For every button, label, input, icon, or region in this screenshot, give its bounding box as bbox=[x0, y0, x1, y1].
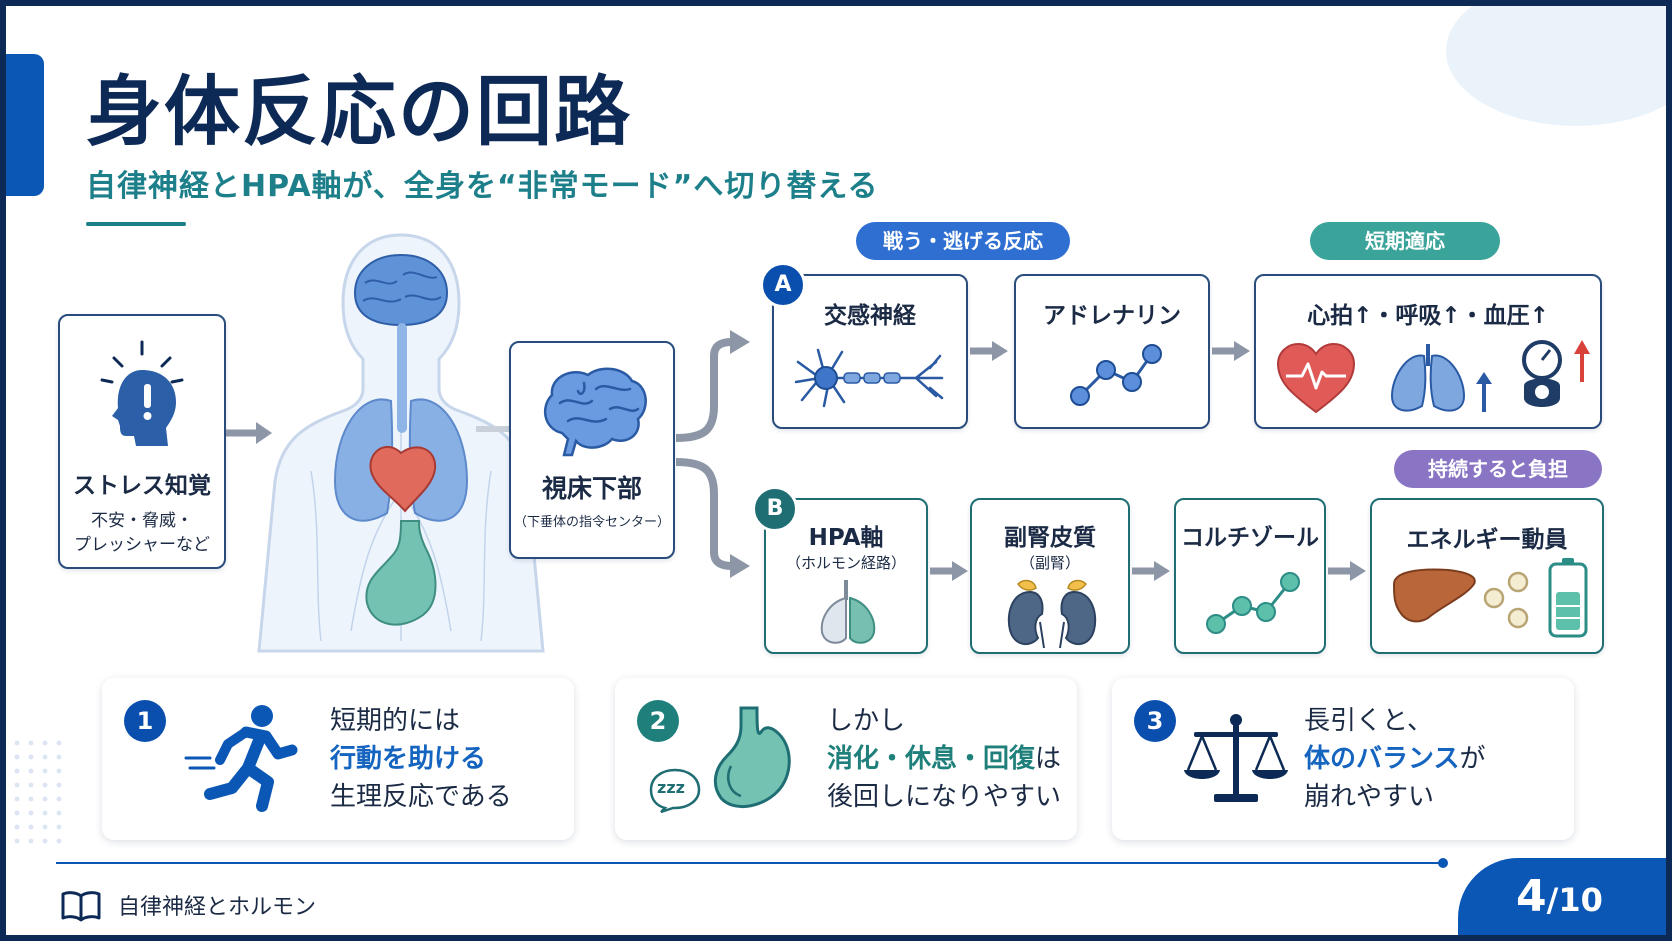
hpa-axis-title: HPA軸 bbox=[808, 525, 884, 551]
arrow-b2-icon bbox=[1132, 561, 1170, 581]
card-1-line1: 短期的には bbox=[330, 706, 461, 736]
corner-decoration bbox=[1446, 6, 1666, 126]
human-body-illustration bbox=[257, 233, 545, 653]
card-1-line2: 行動を助ける bbox=[330, 744, 487, 774]
title-underline bbox=[86, 222, 186, 226]
card-2-particle: は bbox=[1035, 744, 1062, 774]
summary-card-1: 1 短期的には 行動を助ける 生理反応である bbox=[102, 678, 574, 840]
hpa-axis-subtitle: （ホルモン経路） bbox=[785, 554, 906, 572]
cortisol-molecule-icon bbox=[1206, 572, 1300, 634]
stressed-head-icon bbox=[100, 340, 184, 446]
balance-scale-icon bbox=[1184, 714, 1288, 802]
footer-divider bbox=[56, 862, 1446, 864]
card-1-number: 1 bbox=[124, 700, 166, 742]
short-term-adaptation-tag: 短期適応 bbox=[1310, 222, 1500, 260]
card-2-line3: 後回しになりやすい bbox=[827, 782, 1062, 812]
summary-card-3: 3 長引くと、 体のバランスが 崩れやすい bbox=[1112, 678, 1574, 840]
card-2-highlight: 消化・休息・回復 bbox=[827, 744, 1036, 774]
card-3-highlight: 体のバランス bbox=[1304, 744, 1460, 774]
path-a-badge: A bbox=[760, 262, 806, 308]
sustained-burden-tag: 持続すると負担 bbox=[1394, 450, 1602, 488]
card-2-number: 2 bbox=[637, 700, 679, 742]
card-3-line2: 体のバランスが bbox=[1304, 740, 1486, 778]
vital-signs-title: 心拍↑・呼吸↑・血圧↑ bbox=[1307, 303, 1549, 329]
hypothalamus-title: 視床下部 bbox=[541, 474, 642, 503]
sympathetic-nerve-box: 交感神経 A bbox=[760, 262, 968, 429]
adrenal-cortex-subtitle: （副腎） bbox=[1019, 554, 1080, 572]
battery-icon bbox=[1548, 558, 1588, 638]
sympathetic-nerve-title: 交感神経 bbox=[824, 303, 916, 329]
page-number-tab bbox=[1458, 858, 1666, 935]
pituitary-gland-icon bbox=[820, 580, 876, 644]
running-person-icon bbox=[184, 705, 298, 812]
card-1-line3: 生理反応である bbox=[330, 782, 512, 812]
adrenal-cortex-title: 副腎皮質 bbox=[1004, 525, 1096, 551]
footer-section-label: 自律神経とホルモン bbox=[118, 895, 317, 920]
stress-title: ストレス知覚 bbox=[73, 473, 211, 499]
arrow-b1-icon bbox=[930, 561, 968, 581]
page-current: 4 bbox=[1516, 871, 1547, 922]
book-icon bbox=[61, 891, 101, 922]
branch-arrow-down-icon bbox=[675, 458, 750, 578]
brain-icon bbox=[543, 367, 647, 457]
dot-pattern-decoration bbox=[10, 736, 70, 846]
neuron-icon bbox=[794, 348, 944, 408]
page-title: 身体反応の回路 bbox=[86, 67, 632, 156]
glucose-molecules-icon bbox=[1483, 571, 1529, 629]
stress-perception-box: ストレス知覚 不安・脅威・ プレッシャーなど bbox=[58, 314, 226, 569]
molecule-icon bbox=[1070, 344, 1162, 406]
cortisol-box: コルチゾール bbox=[1174, 498, 1326, 654]
liver-icon bbox=[1392, 568, 1476, 623]
title-accent-bar bbox=[6, 54, 44, 196]
stomach-icon bbox=[713, 706, 791, 809]
adrenaline-box: アドレナリン bbox=[1014, 274, 1210, 429]
hypothalamus-box: 視床下部 （下垂体の指令センター） bbox=[509, 341, 675, 559]
page-total: /10 bbox=[1546, 881, 1603, 919]
stress-desc-line1: 不安・脅威・ bbox=[91, 511, 193, 531]
card-3-particle: が bbox=[1459, 744, 1486, 774]
branch-arrow-up-icon bbox=[675, 330, 750, 442]
adrenaline-title: アドレナリン bbox=[1043, 303, 1181, 329]
card-2-line2: 消化・休息・回復は bbox=[827, 740, 1061, 778]
footer-divider-dot bbox=[1438, 858, 1448, 868]
path-b-badge: B bbox=[752, 486, 798, 532]
sleep-speech-bubble-icon bbox=[649, 768, 701, 814]
energy-mobilization-box: エネルギー動員 bbox=[1370, 498, 1604, 654]
cortisol-title: コルチゾール bbox=[1181, 525, 1319, 551]
arrow-b3-icon bbox=[1328, 561, 1366, 581]
fight-flight-tag: 戦う・逃げる反応 bbox=[856, 222, 1070, 260]
hypothalamus-subtitle: （下垂体の指令センター） bbox=[513, 515, 670, 530]
sleep-zzz-label: zzz bbox=[657, 778, 685, 797]
lungs-icon bbox=[1390, 344, 1492, 412]
vital-signs-box: 心拍↑・呼吸↑・血圧↑ bbox=[1254, 274, 1602, 429]
page-number: 4/10 bbox=[1516, 871, 1603, 922]
hpa-axis-box: HPA軸 （ホルモン経路） B bbox=[752, 486, 928, 654]
card-3-number: 3 bbox=[1134, 700, 1176, 742]
stress-desc-line2: プレッシャーなど bbox=[74, 535, 210, 555]
blood-pressure-gauge-icon bbox=[1522, 340, 1590, 407]
card-2-line1: しかし bbox=[827, 706, 906, 736]
card-3-line3: 崩れやすい bbox=[1304, 782, 1435, 812]
page-subtitle: 自律神経とHPA軸が、全身を“非常モード”へ切り替える bbox=[86, 169, 879, 204]
heart-icon bbox=[1276, 342, 1356, 414]
arrow-a2-icon bbox=[1212, 341, 1250, 361]
connector-body-to-hypothalamus bbox=[476, 426, 512, 432]
card-3-line1: 長引くと、 bbox=[1304, 706, 1433, 736]
adrenal-cortex-box: 副腎皮質 （副腎） bbox=[970, 498, 1130, 654]
energy-mobilization-title: エネルギー動員 bbox=[1406, 527, 1568, 553]
summary-card-2: 2 zzz しかし 消化・休息・回復は 後回しになりやすい bbox=[615, 678, 1077, 840]
kidneys-icon bbox=[1007, 579, 1097, 649]
arrow-a1-icon bbox=[970, 341, 1008, 361]
arrow-stress-to-body-icon bbox=[226, 422, 272, 444]
